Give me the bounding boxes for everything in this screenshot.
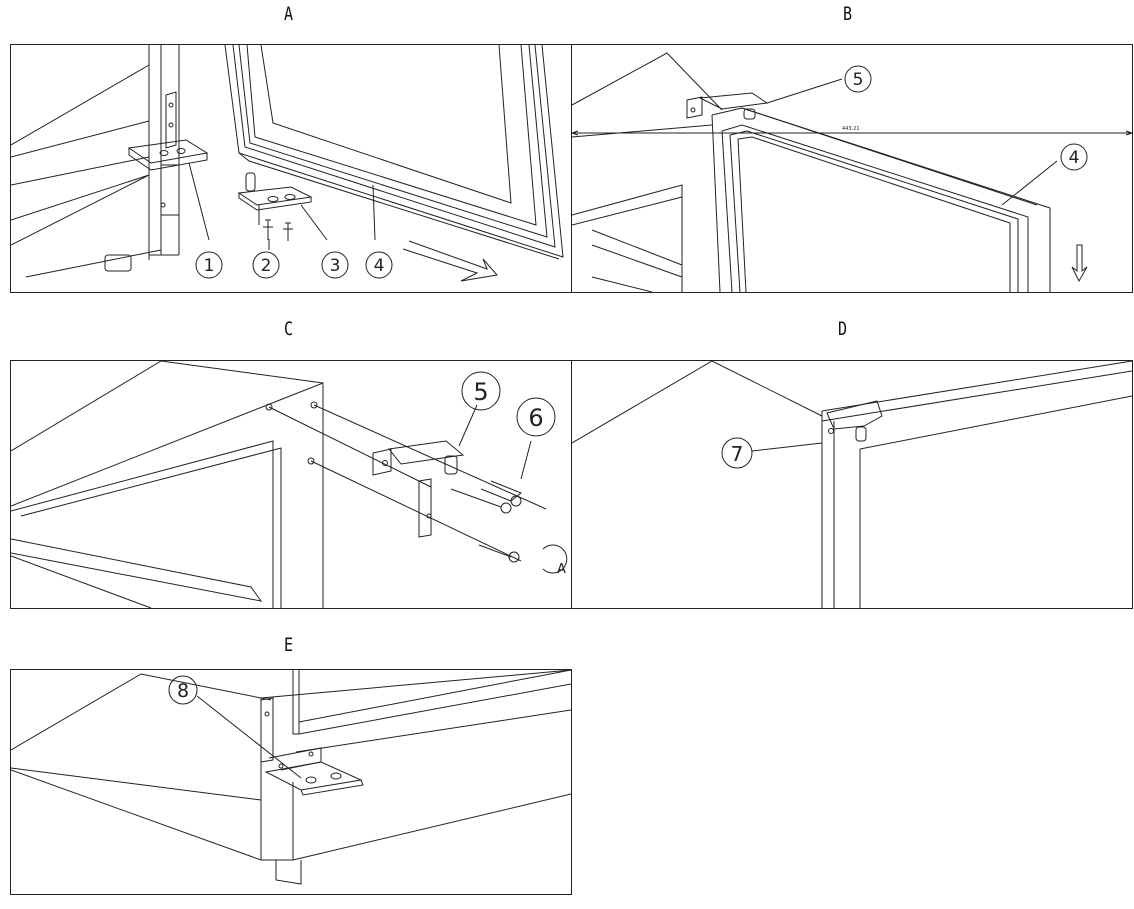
- cabinet-corner: [571, 360, 1133, 608]
- panel-d-title: D: [838, 317, 848, 341]
- cabinet-bottom-corner: [10, 669, 572, 885]
- cabinet-corner: [10, 360, 324, 609]
- bottom-hinge-bracket: [260, 697, 364, 796]
- panel-e-drawing: 8: [10, 669, 572, 885]
- svg-text:2: 2: [261, 256, 272, 276]
- top-hinge: [686, 92, 769, 120]
- panel-c: A 5 6: [10, 360, 572, 609]
- callout-7: 7: [721, 437, 753, 469]
- leader-lines: [188, 162, 376, 250]
- svg-text:443.21: 443.21: [842, 126, 860, 132]
- leader-lines: [766, 78, 1058, 206]
- slide-arrow: [402, 240, 498, 282]
- callout-5: 5: [844, 65, 872, 93]
- panel-d-drawing: 7: [571, 360, 1133, 608]
- callout-1: 1: [195, 251, 223, 279]
- svg-text:5: 5: [473, 378, 488, 406]
- door-frame: [224, 44, 564, 260]
- dimension-line: 443.21: [571, 126, 1133, 136]
- panel-d: 7: [571, 360, 1133, 609]
- panel-b: 443.21: [571, 44, 1133, 293]
- leader-lines: [458, 404, 532, 480]
- cabinet-side: [10, 45, 180, 278]
- panel-e-title: E: [284, 633, 294, 657]
- panel-b-title: B: [843, 2, 853, 26]
- svg-text:1: 1: [204, 256, 215, 276]
- panel-a: 1 2 3 4: [10, 44, 572, 293]
- panel-b-drawing: 443.21: [571, 52, 1133, 293]
- svg-text:3: 3: [330, 256, 341, 276]
- leader-line: [196, 695, 302, 779]
- callout-3: 3: [321, 251, 349, 279]
- panel-c-drawing: A 5 6: [10, 360, 568, 609]
- svg-text:8: 8: [177, 680, 189, 702]
- top-hinge: [372, 440, 465, 538]
- cabinet-top: [571, 52, 723, 293]
- leader-line: [751, 442, 823, 452]
- callout-5: 5: [461, 371, 501, 411]
- svg-text:7: 7: [731, 442, 744, 466]
- callout-4: 4: [365, 251, 393, 279]
- callout-6: 6: [516, 397, 556, 437]
- svg-text:6: 6: [528, 404, 543, 432]
- bottom-hinge-bracket: [127, 91, 209, 208]
- callout-2: 2: [252, 251, 280, 279]
- screws: [268, 404, 547, 563]
- door-frame: [711, 107, 1051, 293]
- rotate-arrow: [542, 544, 568, 574]
- panel-a-drawing: 1 2 3 4: [10, 44, 564, 282]
- callout-4: 4: [1060, 143, 1088, 171]
- screws: [263, 219, 293, 241]
- svg-text:5: 5: [853, 70, 864, 90]
- panel-e: 8: [10, 669, 572, 895]
- rotate-annotation: A: [557, 562, 566, 577]
- svg-text:4: 4: [1069, 148, 1080, 168]
- down-arrow: [1071, 244, 1088, 283]
- hinge-pin-plate: [237, 172, 313, 225]
- top-hinge: [826, 400, 883, 442]
- panel-a-title: A: [284, 2, 294, 26]
- svg-text:4: 4: [374, 256, 385, 276]
- callout-8: 8: [168, 675, 198, 705]
- panel-c-title: C: [284, 317, 294, 341]
